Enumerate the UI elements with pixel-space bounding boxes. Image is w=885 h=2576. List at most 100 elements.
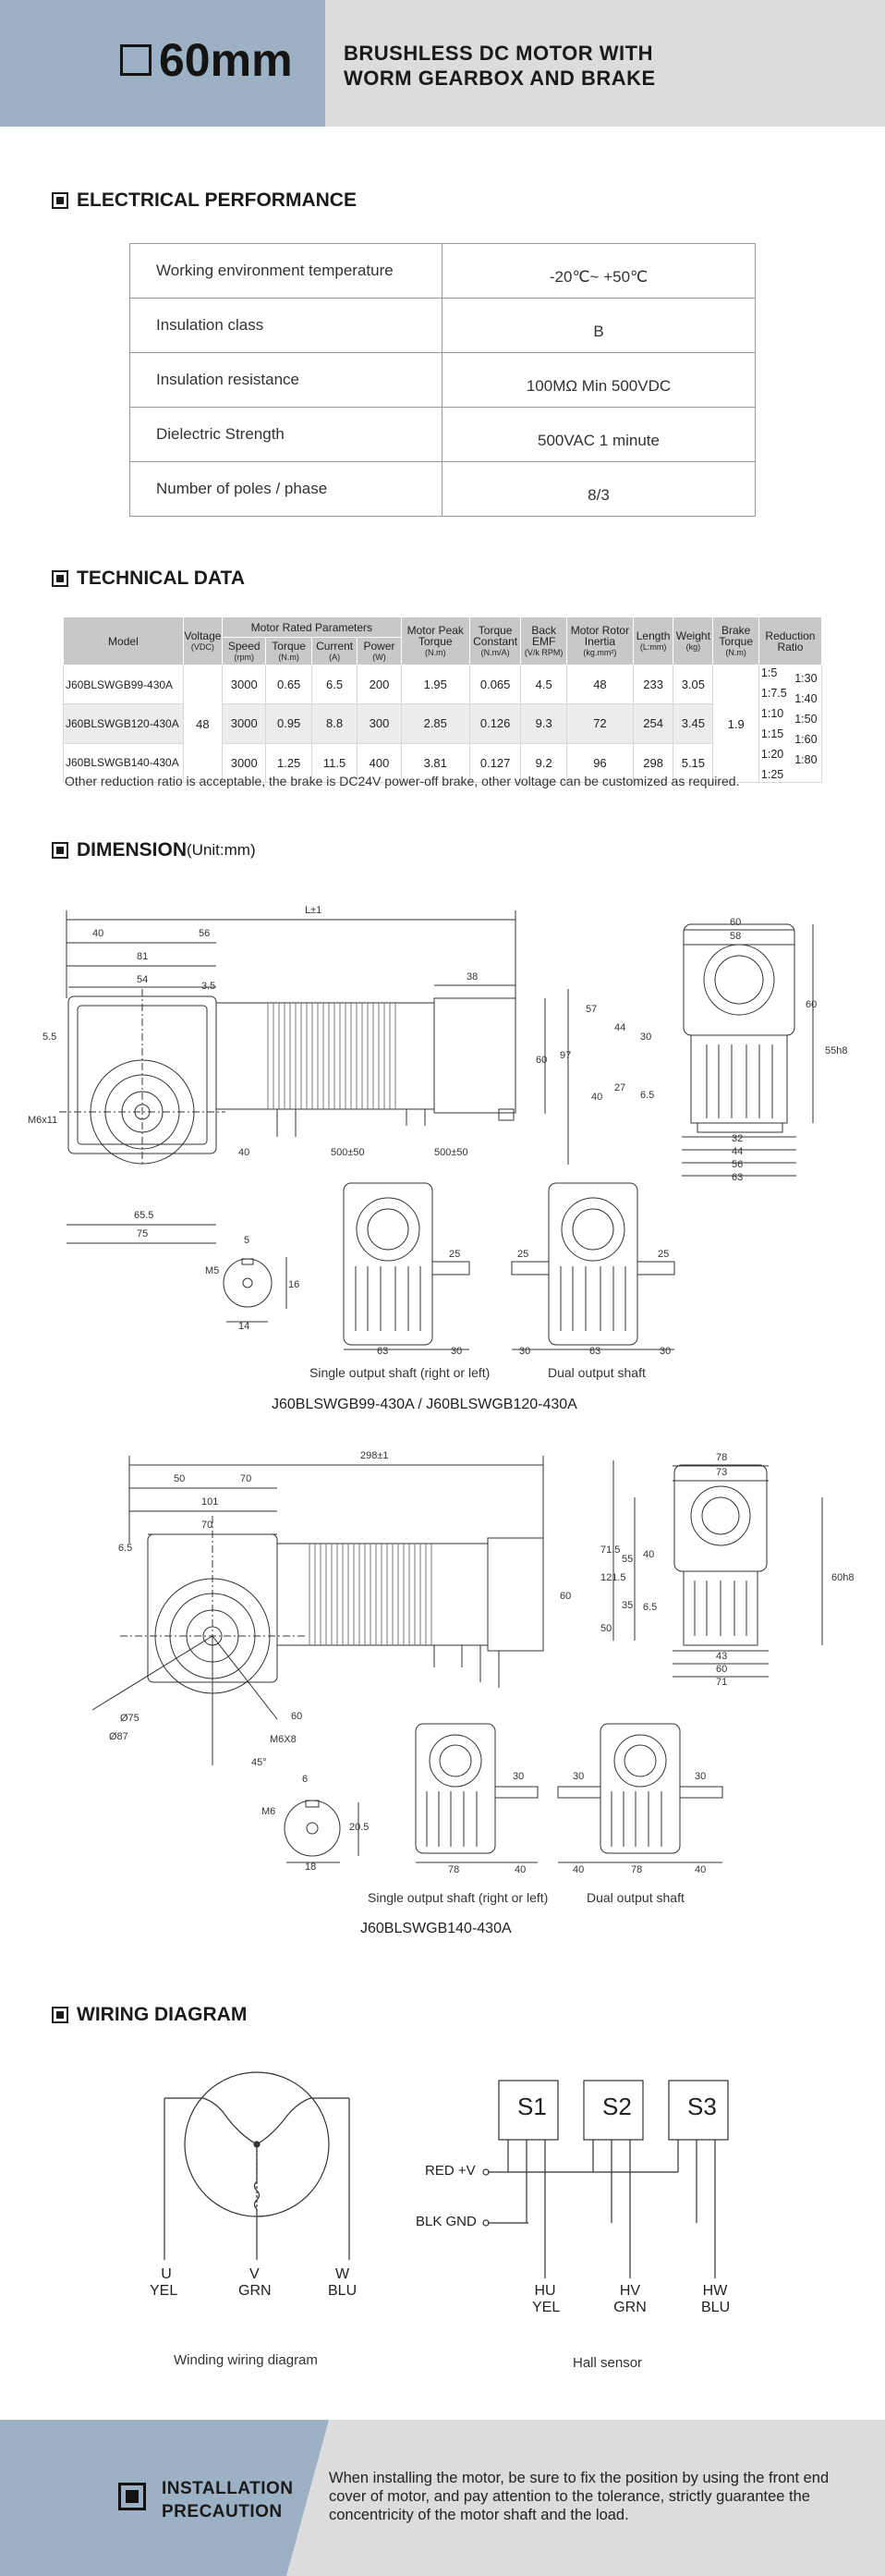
dim-label: 71 (716, 1677, 727, 1688)
dim-label: 298±1 (360, 1450, 389, 1461)
cell-power: 300 (357, 703, 402, 744)
dim-label: 14 (238, 1321, 249, 1332)
header-left-panel (0, 0, 325, 127)
red-label: RED +V (425, 2163, 476, 2179)
dim-label: 70 (201, 1520, 212, 1531)
winding-caption: Winding wiring diagram (174, 2352, 318, 2368)
section-wiring-heading: WIRING DIAGRAM (52, 2004, 247, 2026)
th-inertia: Motor Rotor Inertia(kg.mm²) (565, 617, 634, 665)
header-right-panel (325, 0, 885, 127)
dim-label: 70 (240, 1473, 251, 1484)
section-square-icon (52, 570, 68, 587)
dim-label: 60 (536, 1055, 547, 1066)
cell-torque: 0.65 (265, 664, 312, 705)
dim-label: 60 (806, 999, 817, 1010)
cell-current: 8.8 (310, 703, 358, 744)
dim-label: 25 (658, 1249, 669, 1260)
winding-v: V (249, 2266, 260, 2282)
page-title: BRUSHLESS DC MOTOR WITH WORM GEARBOX AND… (344, 41, 656, 91)
cell-brake: 1.9 (712, 665, 759, 783)
winding-u: U (161, 2266, 172, 2282)
sensor-s3: S3 (687, 2093, 717, 2120)
dim-label: M5 (205, 1265, 219, 1276)
dim-label: 27 (614, 1082, 625, 1093)
electrical-value: B (442, 298, 756, 353)
electrical-value: 100MΩ Min 500VDC (442, 352, 756, 408)
dim-label: 30 (695, 1771, 706, 1782)
dim-label: 3.5 (201, 981, 215, 992)
dim-label: 56 (199, 928, 210, 939)
dim-label: 32 (732, 1133, 743, 1144)
dim-label: 57 (586, 1004, 597, 1015)
dimension-lines-2 (128, 1456, 636, 1641)
th-model: Model (63, 617, 184, 665)
dim-label: M6 (261, 1806, 275, 1817)
ratio: 1:15 (760, 727, 784, 740)
th-weight: Weight(kg) (673, 617, 714, 665)
dim-label: 40 (695, 1864, 706, 1875)
cell-model: J60BLSWGB140-430A (63, 742, 184, 784)
motor-body-2 (276, 1537, 544, 1688)
ratio: 1:10 (760, 707, 784, 720)
footer-title-line-1: INSTALLATION (162, 2479, 294, 2498)
winding-v-color: GRN (238, 2283, 272, 2299)
electrical-label: Number of poles / phase (129, 461, 442, 517)
dim-label: 78 (716, 1452, 727, 1463)
ratio: 1:7.5 (760, 687, 787, 700)
dim-label: 35 (622, 1600, 633, 1611)
dim-label: M6x11 (28, 1115, 57, 1126)
dim-label: 56 (732, 1159, 743, 1170)
dimension-lines-1 (66, 910, 569, 1244)
dim-label: 78 (448, 1864, 459, 1875)
dim-label: 43 (716, 1651, 727, 1662)
th-torque: Torque(N.m) (265, 637, 312, 665)
electrical-label: Working environment temperature (129, 243, 442, 299)
electrical-row: Working environment temperature-20℃~ +50… (129, 243, 756, 299)
dim-label: 25 (449, 1249, 460, 1260)
drawing-2-labels: 298±1 50 70 101 70 6.5 60 60 Ø75 Ø87 M6X… (109, 1450, 854, 1875)
cell-length: 233 (632, 664, 674, 705)
ratio: 1:30 (794, 672, 818, 685)
cell-peak: 3.81 (400, 742, 470, 784)
dim-label: 78 (631, 1864, 642, 1875)
th-length: Length(L:mm) (632, 617, 674, 665)
dim-label: 16 (288, 1279, 299, 1290)
gearbox-side-view-2 (673, 1464, 823, 1678)
motor-body (215, 997, 516, 1137)
drawing-1-labels: L±1 40 56 81 54 3.5 38 5.5 60 97 40 M6x1… (28, 905, 847, 1357)
electrical-label: Insulation resistance (129, 352, 442, 408)
footer-title: INSTALLATION PRECAUTION (162, 2477, 294, 2523)
dim-label: 60 (560, 1591, 571, 1602)
section-title: WIRING DIAGRAM (77, 2004, 248, 2025)
cell-current: 11.5 (310, 742, 358, 784)
title-line-1: BRUSHLESS DC MOTOR WITH (344, 42, 653, 65)
dim-label: Ø87 (109, 1731, 128, 1742)
footer-square-icon (118, 2483, 146, 2510)
cell-peak: 2.85 (400, 703, 470, 744)
section-unit: (Unit:mm) (187, 841, 256, 859)
dim-label: 45° (251, 1757, 267, 1768)
section-square-icon (52, 842, 68, 859)
cell-torque: 0.95 (265, 703, 312, 744)
th-rated-group: Motor Rated Parameters (222, 617, 402, 638)
cell-power: 200 (357, 664, 402, 705)
th-voltage: Voltage(VDC) (182, 617, 224, 665)
dim-label: 30 (573, 1771, 584, 1782)
single-shaft-view-2 (415, 1723, 539, 1863)
dim-label: 58 (730, 931, 741, 942)
cell-inertia: 48 (565, 664, 634, 705)
hall-caption: Hall sensor (573, 2355, 643, 2371)
gearbox-side-view (682, 923, 814, 1177)
cell-emf: 9.2 (520, 742, 567, 784)
sensor-s1: S1 (517, 2093, 547, 2120)
electrical-value: 500VAC 1 minute (442, 407, 756, 462)
electrical-label: Dielectric Strength (129, 407, 442, 462)
gearbox-front-view (59, 989, 225, 1165)
section-square-icon (52, 2007, 68, 2023)
dim-label: 50 (600, 1623, 612, 1634)
